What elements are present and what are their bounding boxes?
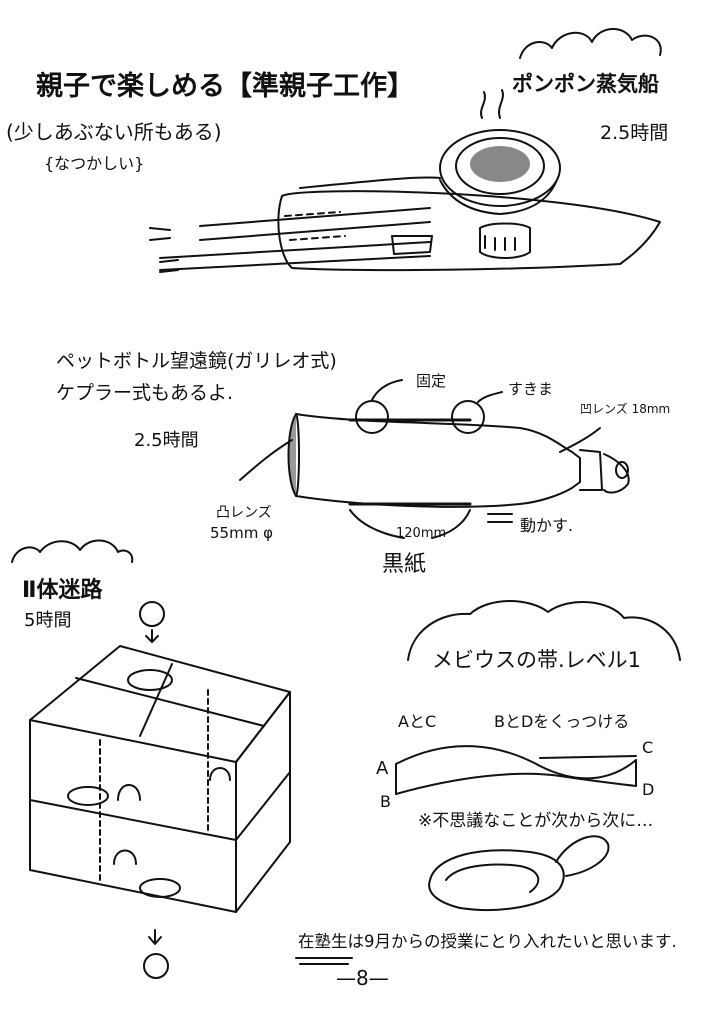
maze-time: 5時間 [24, 610, 72, 631]
mobius-instruction-ac: AとC [398, 712, 437, 731]
boat-title: ポンポン蒸気船 [512, 72, 659, 96]
mobius-wonder-text: ※不思議なことが次から次に… [418, 811, 654, 831]
label-black-paper: 黒紙 [382, 552, 427, 577]
label-length: 120mm [396, 526, 447, 541]
nostalgic-note: {なつかしい} [44, 154, 145, 173]
telescope-bullet-1: ペットボトル望遠鏡(ガリレオ式) [56, 350, 337, 372]
label-convex-lens-size: 55mm φ [210, 524, 273, 542]
cloud-outline-boat [519, 28, 662, 59]
telescope-time: 2.5時間 [134, 430, 199, 451]
maze-title: Ⅱ体迷路 [22, 578, 103, 603]
mobius-label-c: C [642, 738, 654, 757]
cloud-outline-mobius [407, 600, 681, 661]
footer-underline [295, 957, 353, 965]
maze-cube-illustration [29, 601, 291, 979]
boat-time: 2.5時間 [600, 122, 669, 144]
danger-note: (少しあぶない所もある) [6, 120, 222, 144]
boat-illustration [149, 89, 661, 273]
page-title: 親子で楽しめる【準親子工作】 [36, 71, 414, 102]
mobius-label-b: B [380, 792, 391, 811]
label-convex-lens: 凸レンズ [216, 505, 272, 521]
footer-note: 在塾生は9月からの授業にとり入れたいと思います. [298, 932, 677, 951]
telescope-illustration [239, 379, 630, 539]
cloud-outline-maze [11, 539, 134, 563]
mobius-strip-illustration [395, 745, 637, 911]
mobius-label-a: A [376, 758, 389, 779]
label-gap: すきま [508, 380, 554, 398]
label-fixed: 固定 [416, 372, 447, 390]
page-number: —8— [336, 966, 389, 990]
mobius-instruction-bd: BとDをくっつける [494, 712, 630, 731]
label-move: 動かす. [520, 516, 574, 535]
mobius-label-d: D [642, 780, 655, 799]
mobius-title: メビウスの帯.レベル1 [432, 648, 642, 672]
label-concave-lens: 凹レンズ 18mm [580, 402, 671, 416]
telescope-bullet-2: ケプラー式もあるよ. [56, 382, 234, 404]
